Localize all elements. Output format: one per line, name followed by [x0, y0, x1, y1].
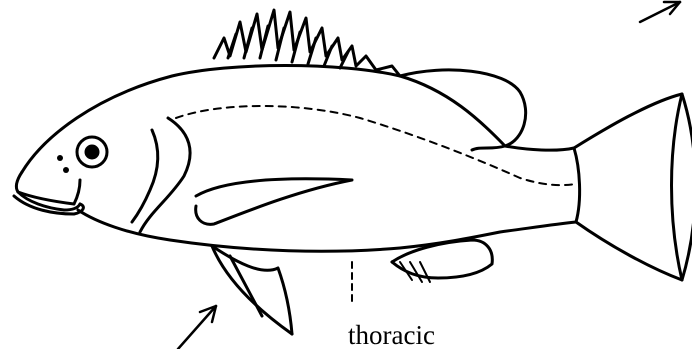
gill-cover [140, 118, 190, 232]
pelvic-fin [212, 246, 292, 334]
preopercle [132, 130, 158, 222]
fish-body-back [22, 66, 574, 173]
fish-body-belly [78, 210, 576, 251]
up-right-arrow-icon [640, 2, 680, 22]
tail-fin [574, 94, 692, 280]
fish-head [14, 172, 83, 214]
up-right-arrow-icon [178, 306, 216, 349]
pectoral-fin [196, 179, 352, 225]
lateral-line [176, 106, 576, 185]
nostrils [57, 155, 69, 173]
thoracic-label: thoracic [348, 322, 435, 349]
eye [77, 137, 107, 167]
